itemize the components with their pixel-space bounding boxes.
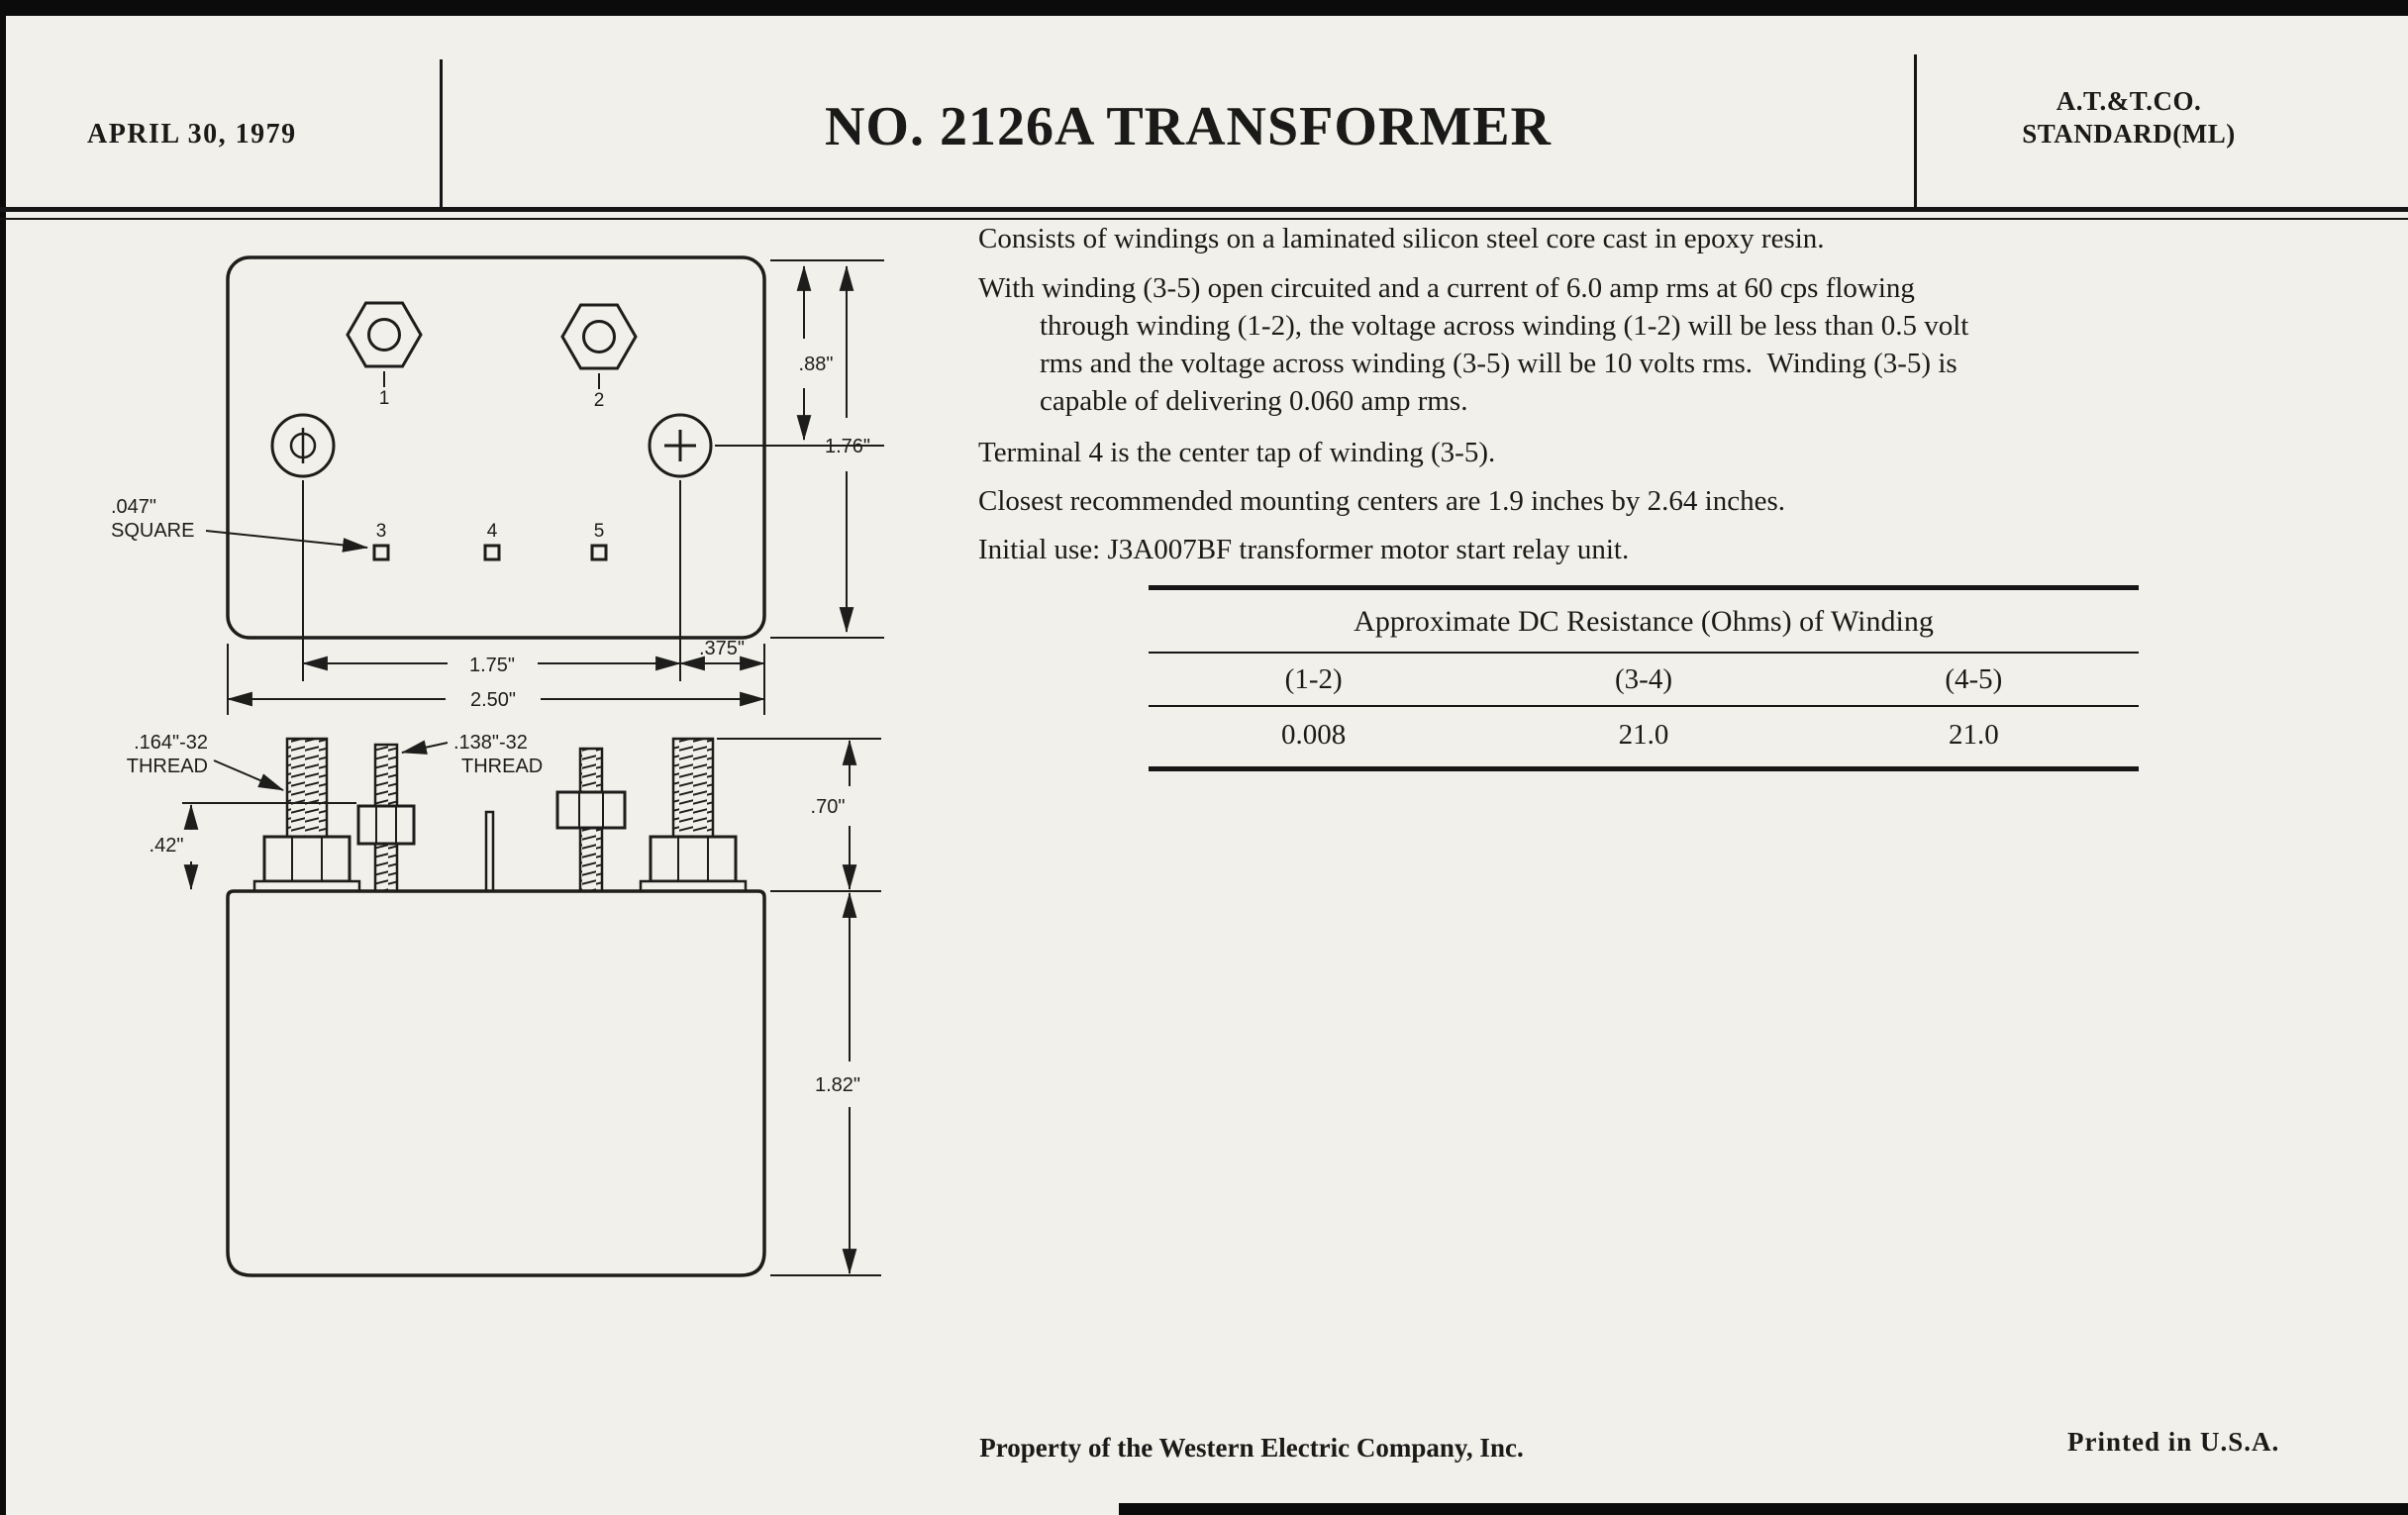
standard-line-2: STANDARD(ML) xyxy=(2022,119,2236,149)
slot-terminal xyxy=(270,413,336,478)
terminal-1-hex-nut xyxy=(346,301,423,368)
terminal-1-label: 1 xyxy=(379,388,390,409)
spec-paragraph-2-line: through winding (1-2), the voltage acros… xyxy=(1040,310,1969,342)
resistance-table-value-row: 0.008 21.0 21.0 xyxy=(1149,707,2139,766)
standard-designation: A.T.&T.CO. STANDARD(ML) xyxy=(1921,85,2337,151)
spec-paragraph-2-line: capable of delivering 0.060 amp rms. xyxy=(1040,385,1468,417)
transformer-top-outline xyxy=(226,255,766,640)
terminal-2-label: 2 xyxy=(594,390,605,411)
dim-width-left: 1.75" xyxy=(469,655,515,676)
dim-nut-height: .42" xyxy=(150,835,184,857)
column-header-winding-1-2: (1-2) xyxy=(1284,663,1343,695)
dim-width-total: 2.50" xyxy=(470,689,516,711)
spec-paragraph-1: Consists of windings on a laminated sili… xyxy=(978,223,1825,254)
property-notice: Property of the Western Electric Company… xyxy=(979,1433,1524,1463)
dim-height-total: 1.76" xyxy=(825,436,870,457)
side-view-labels: .164"-32 THREAD .138"-32 THREAD .42" .70… xyxy=(127,732,860,1096)
spec-paragraph-3: Terminal 4 is the center tap of winding … xyxy=(978,437,1496,468)
specifications: Consists of windings on a laminated sili… xyxy=(978,220,2345,771)
terminal-5-square xyxy=(590,544,608,561)
stud-1-nut xyxy=(262,835,351,883)
square-note-leader xyxy=(205,530,369,553)
terminal-5-label: 5 xyxy=(594,521,605,542)
side-view xyxy=(226,737,766,1277)
document-title: NO. 2126A TRANSFORMER xyxy=(824,96,1552,157)
top-view xyxy=(226,255,766,640)
thread-left-label-1: .164"-32 xyxy=(134,732,208,754)
terminal-4-pin xyxy=(484,810,495,893)
terminal-4-square xyxy=(483,544,501,561)
column-header-winding-3-4: (3-4) xyxy=(1615,663,1672,695)
terminal-4-label: 4 xyxy=(487,521,498,542)
resistance-value-3-4: 21.0 xyxy=(1618,719,1669,751)
spec-paragraph-2-line: With winding (3-5) open circuited and a … xyxy=(978,272,1915,304)
resistance-value-4-5: 21.0 xyxy=(1948,719,1999,751)
terminal-3-square xyxy=(372,544,390,561)
resistance-table-header-row: (1-2) (3-4) (4-5) xyxy=(1149,654,2139,707)
resistance-table-title: Approximate DC Resistance (Ohms) of Wind… xyxy=(1149,590,2139,654)
stud-3-nut xyxy=(555,790,627,830)
header-rule-thick xyxy=(0,207,2408,212)
spec-paragraph-4: Closest recommended mounting centers are… xyxy=(978,485,1786,517)
dim-stud-height: .70" xyxy=(811,796,846,818)
thread-right-label-2: THREAD xyxy=(461,756,543,777)
scan-edge-top xyxy=(0,0,2408,16)
dim-body-height: 1.82" xyxy=(815,1074,860,1096)
side-view-dimensions xyxy=(182,738,881,1276)
top-view-labels: 1 2 3 4 5 .047" SQUARE .88" 1.76" 1.75" … xyxy=(111,354,870,711)
column-header-winding-4-5: (4-5) xyxy=(1945,663,2003,695)
resistance-value-1-2: 0.008 xyxy=(1281,719,1347,751)
stud-2-nut xyxy=(356,804,416,846)
spec-paragraph-2-line: rms and the voltage across winding (3-5)… xyxy=(1040,348,1957,379)
stud-4-nut xyxy=(649,835,738,883)
thread-right-label-1: .138"-32 xyxy=(453,732,528,754)
transformer-body-outline xyxy=(226,889,766,1277)
terminal-3-label: 3 xyxy=(376,521,387,542)
thread-left-leader xyxy=(213,759,284,791)
header-rule-thin xyxy=(0,218,2408,220)
spec-paragraph-2: With winding (3-5) open circuited and a … xyxy=(978,269,2345,420)
dim-width-right: .375" xyxy=(699,638,745,659)
resistance-table: Approximate DC Resistance (Ohms) of Wind… xyxy=(1149,585,2139,771)
header-divider-left xyxy=(440,59,443,208)
scan-edge-bottom xyxy=(1119,1503,2408,1515)
terminal-1-stud xyxy=(367,318,401,352)
standard-line-1: A.T.&T.CO. xyxy=(2056,86,2202,116)
terminal-2-hex-nut xyxy=(560,303,638,370)
thread-right-leader xyxy=(400,740,449,755)
terminal-2-stud xyxy=(582,320,616,354)
technical-drawing: 1 2 3 4 5 .047" SQUARE .88" 1.76" 1.75" … xyxy=(111,255,884,1277)
thread-left-label-2: THREAD xyxy=(127,756,208,777)
document-date: APRIL 30, 1979 xyxy=(87,119,297,150)
square-note-line-1: .047" xyxy=(111,496,156,518)
spec-paragraph-5: Initial use: J3A007BF transformer motor … xyxy=(978,534,1630,565)
printed-in-usa: Printed in U.S.A. xyxy=(2067,1427,2280,1457)
plus-terminal xyxy=(648,413,713,478)
scan-edge-left xyxy=(0,0,6,1515)
header-divider-right xyxy=(1914,54,1917,208)
square-note-line-2: SQUARE xyxy=(111,520,194,542)
top-view-dimensions xyxy=(205,259,884,715)
dim-height-upper: .88" xyxy=(799,354,834,375)
